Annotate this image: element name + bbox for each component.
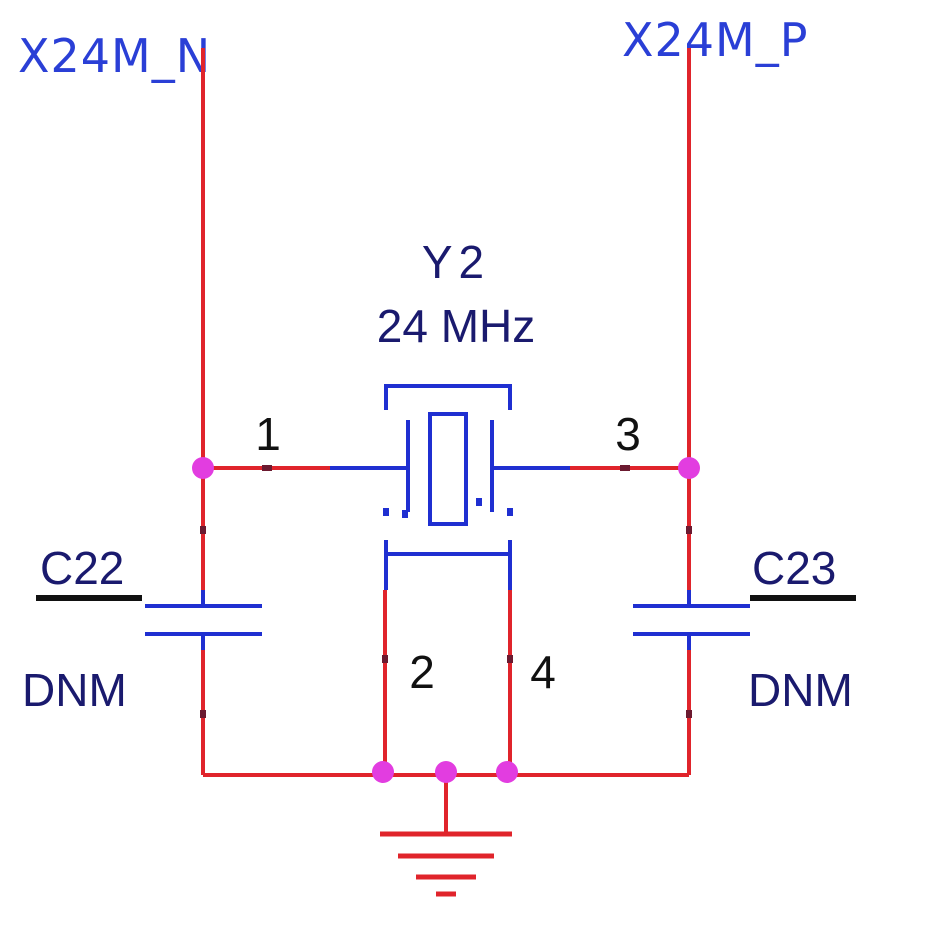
capacitor-c23 — [633, 590, 750, 650]
c23-value: DNM — [748, 664, 853, 716]
crystal-value: 24 MHz — [377, 300, 535, 352]
c22-value: DNM — [22, 664, 127, 716]
pin-3-label: 3 — [615, 408, 641, 460]
crystal-y2 — [330, 384, 570, 590]
junction-left — [192, 457, 214, 479]
junction-right — [678, 457, 700, 479]
wire-ticks — [200, 465, 692, 718]
crystal-ref: Y2 — [422, 236, 490, 288]
capacitor-c22 — [145, 590, 262, 650]
junction-pin4 — [496, 761, 518, 783]
crystal-top-bracket — [384, 384, 512, 410]
pin-2-label: 2 — [409, 646, 435, 698]
c23-ref: C23 — [752, 542, 836, 594]
junctions — [192, 457, 700, 783]
crystal-case-dots — [383, 498, 513, 518]
pin-1-label: 1 — [255, 408, 281, 460]
junction-ground — [435, 761, 457, 783]
pin-4-label: 4 — [530, 646, 556, 698]
crystal-body — [428, 412, 468, 526]
net-label-left: X24M_N — [18, 29, 211, 83]
net-label-right: X24M_P — [622, 13, 808, 67]
junction-pin2 — [372, 761, 394, 783]
c22-ref: C22 — [40, 542, 124, 594]
ground-symbol — [380, 831, 512, 897]
